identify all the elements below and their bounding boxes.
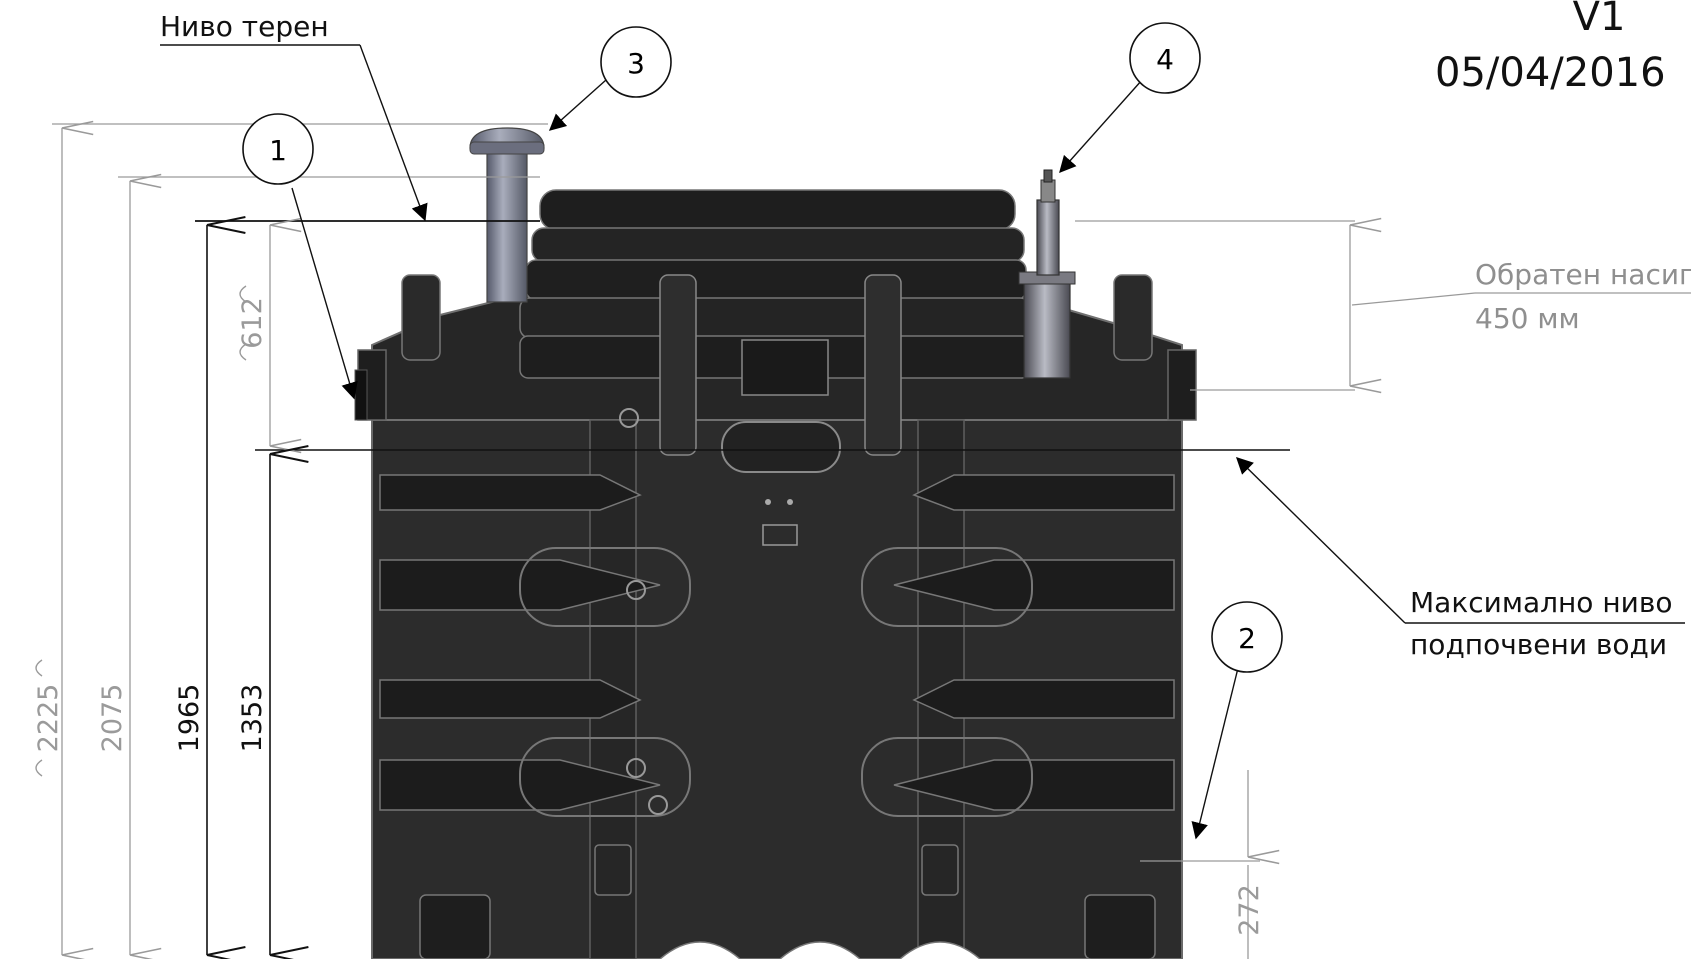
backfill-depth-label: 450 мм bbox=[1475, 302, 1580, 335]
callout-4-number: 4 bbox=[1156, 43, 1174, 76]
callout-3-number: 3 bbox=[627, 47, 645, 80]
revision-version: V1 bbox=[1573, 0, 1626, 40]
leader-lines bbox=[160, 44, 1691, 840]
callout-1-number: 1 bbox=[269, 134, 287, 167]
dimension-2075: 2075 bbox=[97, 684, 128, 753]
callout-3: 3 bbox=[600, 26, 672, 98]
dimension-1353: 1353 bbox=[237, 684, 268, 753]
dimension-272: 272 bbox=[1234, 884, 1265, 936]
ground-level-label: Ниво терен bbox=[160, 10, 329, 43]
bracket-2225-end bbox=[35, 759, 43, 777]
callout-1: 1 bbox=[242, 113, 314, 185]
groundwater-label: Максимално ниво bbox=[1410, 586, 1672, 619]
dimension-lines bbox=[61, 120, 1382, 959]
bracket-612-start bbox=[239, 285, 247, 303]
callout-2-number: 2 bbox=[1238, 622, 1256, 655]
sensor-probe bbox=[1018, 169, 1076, 379]
backfill-label: Обратен насип bbox=[1475, 258, 1691, 291]
bracket-2225-start bbox=[35, 659, 43, 677]
dimension-1965: 1965 bbox=[174, 684, 205, 753]
callout-4: 4 bbox=[1129, 22, 1201, 94]
dimension-2225: 2225 bbox=[33, 684, 64, 753]
tank-body bbox=[357, 189, 1197, 959]
component-1-part bbox=[354, 369, 368, 421]
revision-date: 05/04/2016 bbox=[1435, 50, 1666, 96]
reference-lines bbox=[52, 123, 1355, 862]
bracket-612-end bbox=[239, 343, 247, 361]
groundwater-label-2: подпочвени води bbox=[1410, 628, 1667, 661]
dimension-612: 612 bbox=[237, 297, 268, 349]
callout-2: 2 bbox=[1211, 601, 1283, 673]
